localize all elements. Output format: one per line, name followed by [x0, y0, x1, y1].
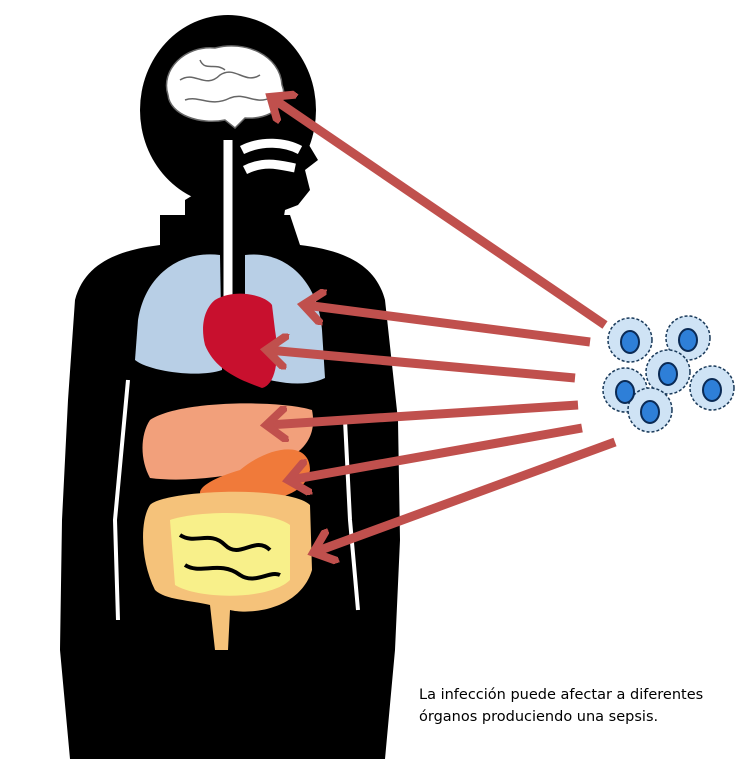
caption: La infección puede afectar a diferentes …: [419, 684, 739, 728]
arrow-to-stomach: [290, 423, 583, 480]
arrow-to-lungs: [305, 305, 591, 347]
arrow-to-brain: [272, 98, 608, 329]
bacteria-cluster: [602, 315, 735, 433]
caption-line-2: órganos produciendo una sepsis.: [419, 709, 659, 725]
arrow-to-intestines: [315, 437, 617, 552]
arm-gaps: [112, 379, 360, 621]
infection-arrows: [268, 98, 617, 552]
caption-line-1: La infección puede afectar a diferentes: [419, 687, 704, 703]
intestines: [143, 491, 312, 650]
arrow-to-liver: [268, 400, 579, 425]
arrow-to-heart: [268, 350, 576, 383]
heart: [203, 293, 277, 388]
brain: [165, 45, 285, 130]
human-silhouette: [60, 15, 400, 759]
